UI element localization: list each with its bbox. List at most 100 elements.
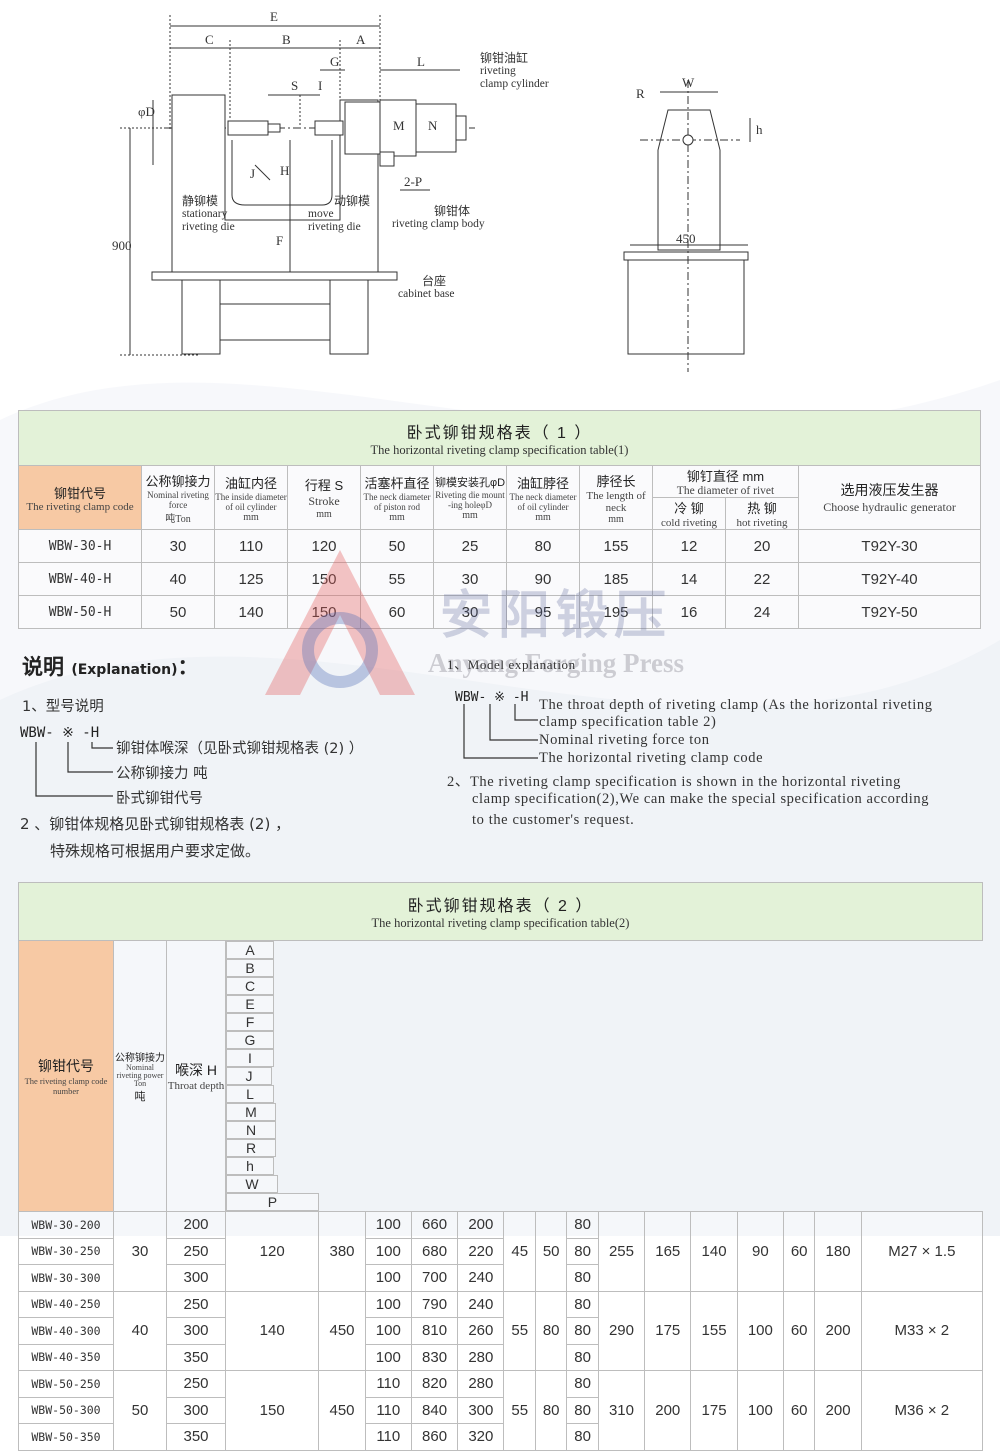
table2-cell-F: 280: [457, 1343, 505, 1371]
explanation-cn-2b: 特殊规格可根据用户要求定做。: [50, 842, 261, 860]
dim-G: G: [330, 54, 339, 69]
table1-head-force: 公称铆接力 Nominal riveting force 吨Ton: [141, 465, 215, 530]
dim-C: C: [205, 32, 214, 47]
table2-cell-J: 80: [566, 1290, 599, 1318]
table2-code-cell: WBW-30-200: [18, 1211, 114, 1239]
table2-cell-F: 280: [457, 1370, 505, 1398]
table2-cell-C: 100: [364, 1290, 412, 1318]
table2-cell-C: 110: [364, 1370, 412, 1398]
technical-drawing: E C B A G L S I φD H J F 2-P M N 900 W R…: [112, 9, 763, 372]
table2-cell-L: 310: [597, 1370, 646, 1451]
table2-cell-E: 820: [410, 1370, 459, 1398]
dim-E: E: [270, 9, 278, 24]
table1-head-cold: 冷 铆 cold riveting: [652, 497, 726, 530]
table2-head-col: P: [226, 1193, 319, 1211]
table1-cell: T92Y-40: [798, 562, 981, 596]
explanation-en-line2: Nominal riveting force ton: [539, 732, 710, 748]
table1-head-stroke: 行程 S Stroke mm: [287, 465, 361, 530]
table2-cell-E: 660: [410, 1211, 459, 1239]
table1-cell: 55: [360, 562, 434, 596]
table1-head-rivet: 铆钉直径 mm The diameter of rivet: [652, 465, 799, 498]
explanation-cn-model: WBW- ※ -H: [20, 725, 100, 741]
table1-head-hot: 热 铆 hot riveting: [725, 497, 799, 530]
table2-head-col: E: [226, 995, 274, 1013]
label-cylinder: 铆钳油缸 riveting clamp cylinder: [480, 51, 549, 91]
table2-cell-h: 60: [782, 1370, 816, 1451]
table1-row: WBW-50-H501401506030951951624T92Y-50: [18, 595, 981, 629]
table2-cell-J: 80: [566, 1396, 599, 1424]
explanation-cn-line2: 公称铆接力 吨: [116, 766, 208, 782]
dim-N: N: [428, 118, 438, 133]
table1-cell: 30: [433, 595, 507, 629]
table1-cell: 12: [652, 529, 726, 563]
table2-head-code: 铆钳代号 The riveting clamp code number: [18, 940, 114, 1212]
table2-cell-h: 60: [782, 1211, 816, 1292]
table2-head-col: h: [226, 1157, 274, 1175]
table1-cell: 95: [506, 595, 580, 629]
table1-cell: 16: [652, 595, 726, 629]
table2-code-cell: WBW-30-300: [18, 1264, 114, 1292]
table2-cell-E: 830: [410, 1343, 459, 1371]
table2-force-cell: 50: [113, 1370, 167, 1451]
table2-cell-P: M36 × 2: [860, 1370, 984, 1451]
label-move-die: 动铆模 move riveting die: [308, 194, 371, 234]
table2-cell-P: M27 × 1.5: [860, 1211, 984, 1292]
explanation-cn-line3: 卧式铆钳代号: [116, 791, 203, 807]
table2-head-col: C: [226, 977, 274, 995]
table1-head-generator: 选用液压发生器 Choose hydraulic generator: [798, 465, 981, 530]
table2-head-col: R: [226, 1139, 276, 1157]
table2-cell-P: M33 × 2: [860, 1290, 984, 1371]
dim-L: L: [417, 54, 425, 69]
table2-cell-F: 320: [457, 1423, 505, 1451]
explanation-en-line1a: The throat depth of riveting clamp (As t…: [539, 697, 933, 713]
table2-cell-J: 80: [566, 1317, 599, 1345]
table2-head-col: G: [226, 1031, 274, 1049]
dim-W: W: [682, 75, 695, 90]
table1-head-length: 脖径长 The length of neck mm: [579, 465, 653, 530]
watermark-cn: 安阳锻压: [440, 586, 673, 646]
table2-head-col: J: [226, 1067, 272, 1085]
table2-cell-C: 110: [364, 1423, 412, 1451]
table2-cell-h: 60: [782, 1290, 816, 1371]
table2-throat-cell: 250: [166, 1237, 226, 1265]
explanation-cn-1: 1、型号说明: [22, 699, 104, 715]
table2-code-cell: WBW-50-350: [18, 1423, 114, 1451]
spec-table-2: 卧式铆钳规格表（ 2 ） The horizontal riveting cla…: [18, 882, 984, 1451]
company-logo-watermark: [265, 550, 415, 695]
dim-h: h: [756, 122, 763, 137]
table2-cell-C: 100: [364, 1264, 412, 1292]
table1-cell: 60: [360, 595, 434, 629]
table2-throat-cell: 350: [166, 1423, 226, 1451]
table2-cell-B: 450: [318, 1290, 366, 1371]
table2-head-col: W: [226, 1175, 278, 1193]
table2-cell-J: 80: [566, 1264, 599, 1292]
table2-code-cell: WBW-50-300: [18, 1396, 114, 1424]
explanation-title: 说明 (Explanation)：: [22, 655, 199, 679]
table2-cell-C: 100: [364, 1343, 412, 1371]
table2-cell-F: 200: [457, 1211, 505, 1239]
table1-head-hole: 铆模安装孔φD Riveting die mount -ing holeφD m…: [433, 465, 507, 530]
table2-cell-I: 50: [534, 1211, 568, 1292]
dim-P: 2-P: [404, 174, 422, 189]
table2-cell-N: 175: [690, 1370, 738, 1451]
table2-code-cell: WBW-40-250: [18, 1290, 114, 1318]
table1-cell: 110: [214, 529, 288, 563]
table2-cell-R: 100: [736, 1370, 784, 1451]
explanation-en-line3: The horizontal riveting clamp code: [539, 750, 764, 766]
table2-force-cell: 30: [113, 1211, 167, 1292]
table2-cell-F: 240: [457, 1264, 505, 1292]
table2-head-col: A: [226, 941, 274, 959]
explanation-en-1: 1、Model explanation: [447, 657, 576, 672]
cn-model-bracket: [35, 742, 113, 797]
table2-code-cell: WBW-40-300: [18, 1317, 114, 1345]
table1-cell: 24: [725, 595, 799, 629]
dim-H: H: [280, 163, 289, 178]
table2-cell-B: 380: [318, 1211, 366, 1292]
table2-cell-F: 300: [457, 1396, 505, 1424]
en-model-bracket: [463, 704, 538, 759]
table2-throat-cell: 350: [166, 1343, 226, 1371]
table1-head-neck: 油缸脖径 The neck diameter of oil cylinder m…: [506, 465, 580, 530]
table2-cell-M: 175: [644, 1290, 692, 1371]
